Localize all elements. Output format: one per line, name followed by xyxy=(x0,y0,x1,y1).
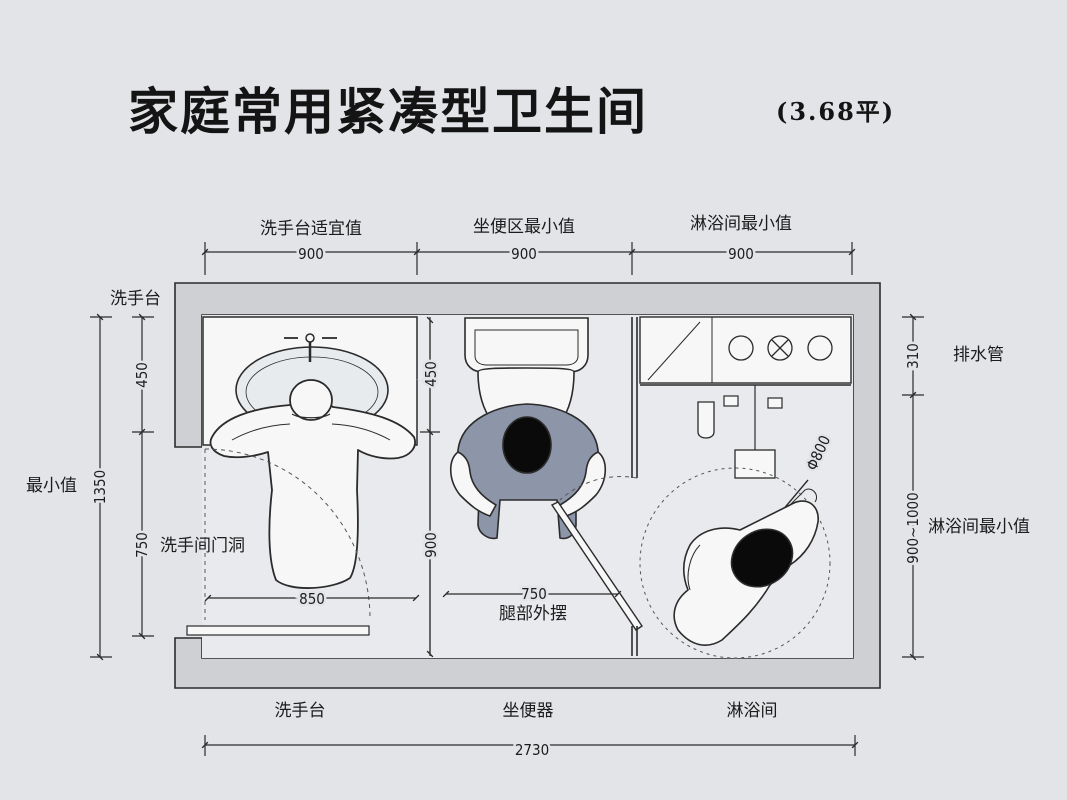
person-on-toilet xyxy=(449,403,607,540)
label-bottom-basin: 洗手台 xyxy=(275,701,326,721)
shower-fixtures xyxy=(639,316,852,659)
shower-circle xyxy=(639,467,831,659)
diagram-subtitle: (3.68平) xyxy=(776,97,896,126)
dim-right-drain: 310 xyxy=(904,343,922,369)
head-icon xyxy=(502,416,552,474)
left-dimensions xyxy=(90,313,154,661)
door-swing-arc xyxy=(204,448,371,621)
dim-basin-width: 850 xyxy=(299,590,325,608)
person-in-shower xyxy=(673,488,819,646)
label-bottom-toilet: 坐便器 xyxy=(503,701,554,721)
drain-box xyxy=(734,449,776,479)
dim-left-total: 1350 xyxy=(91,470,109,504)
label-toilet-zone: 坐便区最小值 xyxy=(473,217,575,237)
dim-toilet-upper: 450 xyxy=(422,361,440,387)
person-at-basin xyxy=(209,379,416,589)
label-door-opening: 洗手间门洞 xyxy=(160,536,245,556)
dim-top-toilet: 900 xyxy=(511,245,537,263)
dim-bottom-total: 2730 xyxy=(515,741,549,759)
right-dimensions xyxy=(902,313,924,661)
head-icon xyxy=(730,528,794,588)
dim-top-shower: 900 xyxy=(728,245,754,263)
label-basin-top: 洗手台 xyxy=(110,289,161,309)
label-basin-zone: 洗手台适宜值 xyxy=(260,219,362,239)
top-dimensions xyxy=(201,242,856,275)
door-threshold xyxy=(186,625,370,636)
label-shower-min: 淋浴间最小值 xyxy=(928,517,1030,537)
label-bottom-shower: 淋浴间 xyxy=(727,701,778,721)
diagram-title: 家庭常用紧凑型卫生间 xyxy=(128,82,648,141)
bottom-dimension xyxy=(201,735,859,756)
dim-left-upper: 450 xyxy=(133,362,151,388)
shower-glass-door xyxy=(550,317,643,656)
dim-leg-swing: 750 xyxy=(521,585,547,603)
tap-icon xyxy=(697,401,715,439)
dim-right-shower-depth: 900~1000 xyxy=(904,492,922,563)
label-min-value: 最小值 xyxy=(26,476,77,496)
dim-toilet-lower: 900 xyxy=(422,532,440,558)
label-leg-swing: 腿部外摆 xyxy=(499,604,567,624)
dim-left-lower: 750 xyxy=(133,532,151,558)
label-shower-zone: 淋浴间最小值 xyxy=(690,214,792,234)
label-drain: 排水管 xyxy=(953,345,1004,365)
toilet-inner-dimensions xyxy=(204,316,622,658)
dim-top-basin: 900 xyxy=(298,245,324,263)
